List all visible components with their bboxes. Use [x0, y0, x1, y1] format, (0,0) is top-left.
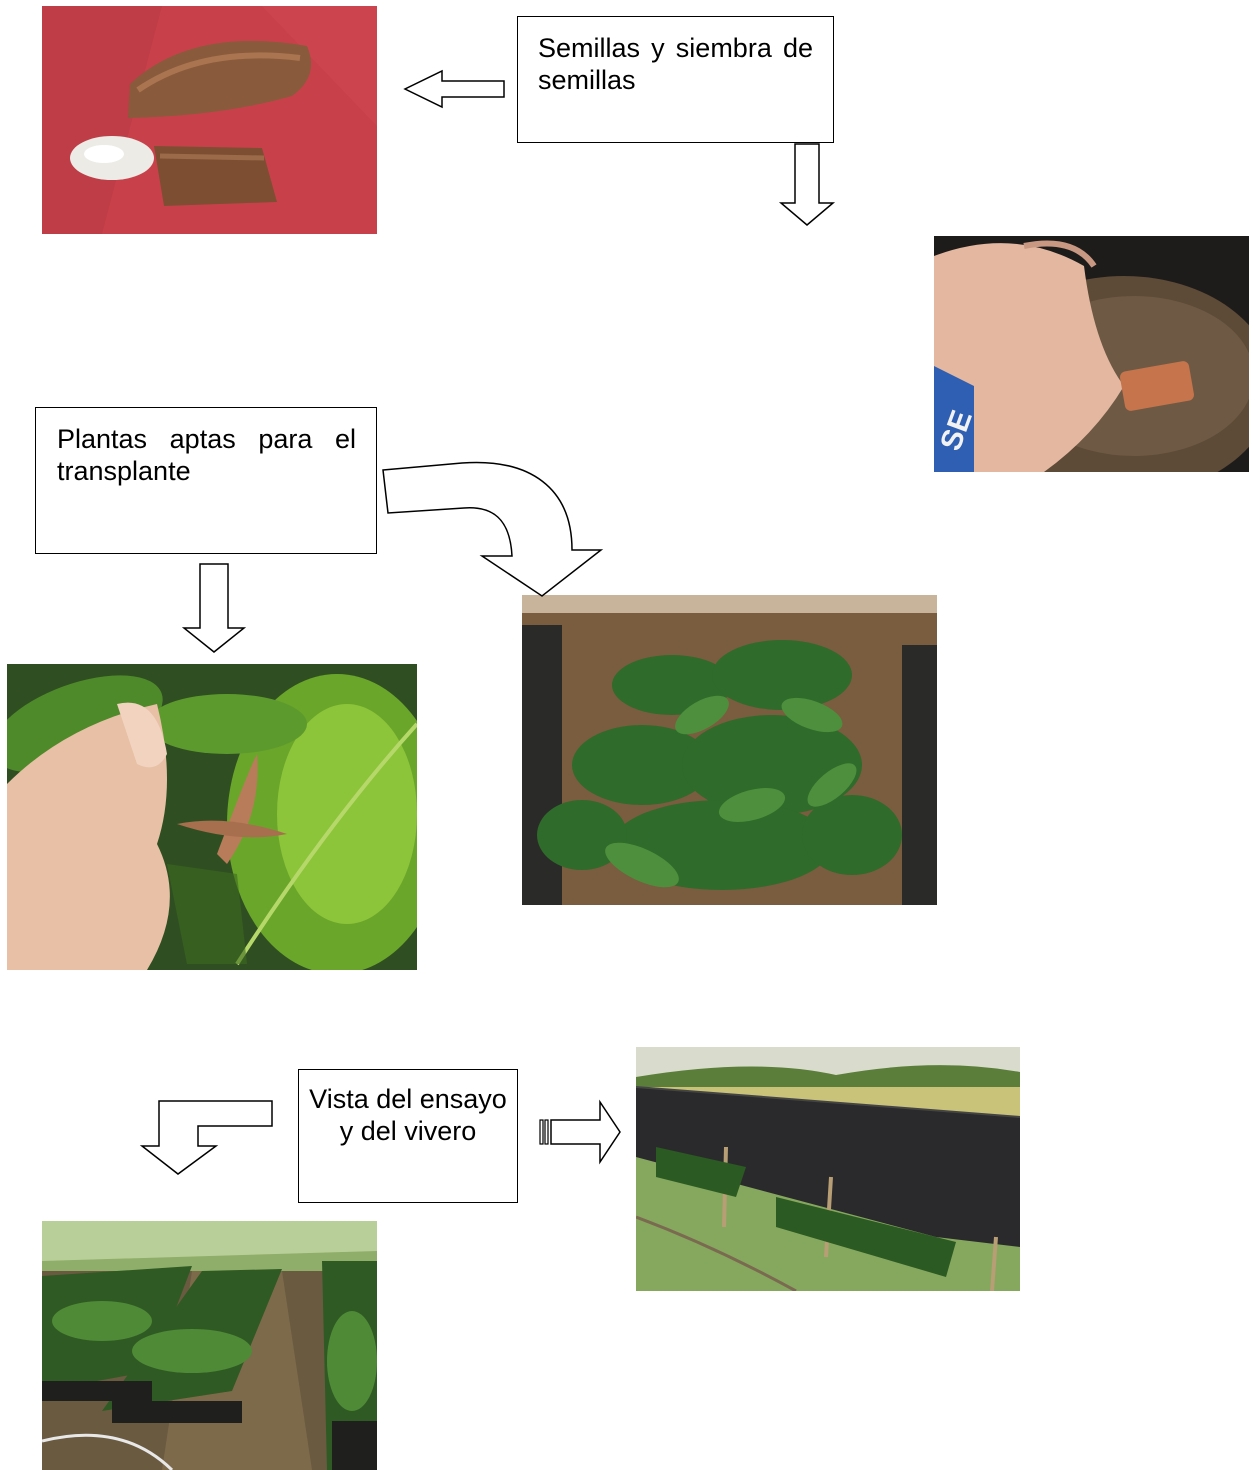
arrow-bent-to-nursery-icon: [139, 1100, 273, 1175]
arrow-down-to-sowing-icon: [778, 143, 836, 226]
nursery-rows-photo: [42, 1221, 377, 1470]
arrow-down-to-seedling-icon: [181, 563, 247, 653]
seeds-box: Semillas y siembra de semillas: [517, 16, 834, 143]
shade-house-photo: [636, 1047, 1020, 1291]
seedling-leaf-photo: [7, 664, 417, 970]
plants-box: Plantas aptas para el transplante: [35, 407, 377, 554]
seeds-photo: [42, 6, 377, 234]
sowing-photo: SE: [934, 236, 1249, 472]
seedlings-bed-photo: [522, 595, 937, 905]
seeds-box-text: Semillas y siembra de semillas: [538, 33, 813, 95]
plants-box-text: Plantas aptas para el transplante: [57, 424, 356, 486]
view-box-text: Vista del ensayo y del vivero: [309, 1084, 507, 1146]
arrow-curved-to-seedlings-icon: [382, 461, 604, 597]
view-box: Vista del ensayo y del vivero: [298, 1069, 518, 1203]
arrow-left-to-seeds-icon: [403, 69, 505, 109]
arrow-right-to-shadehouse-icon: [539, 1099, 621, 1165]
